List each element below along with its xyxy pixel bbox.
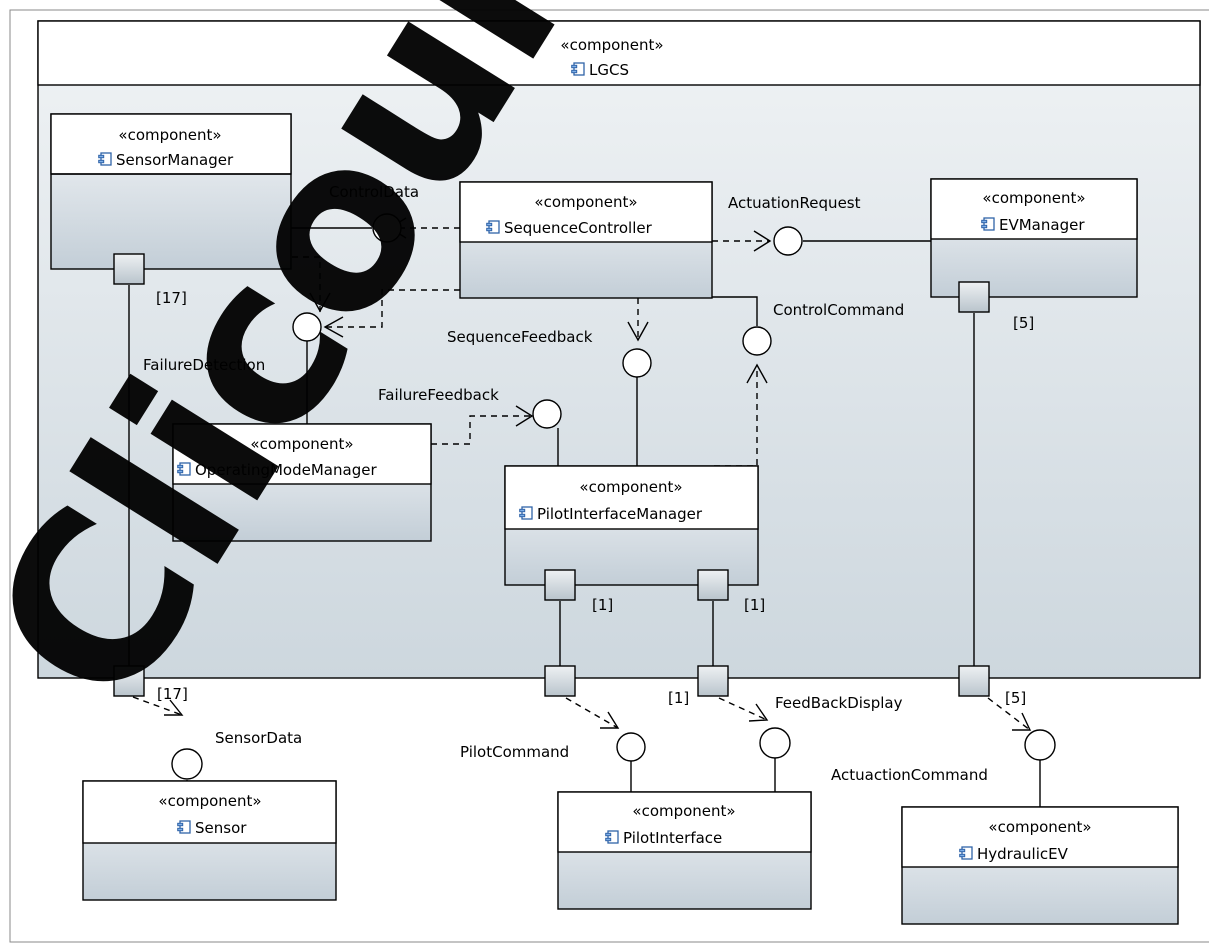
sensor-manager-component[interactable]: «component» SensorManager xyxy=(50,113,292,270)
pilot-command-boundary-port[interactable] xyxy=(544,665,576,697)
stereotype-label: «component» xyxy=(982,189,1085,207)
actuation-command-label: ActuactionCommand xyxy=(831,766,988,784)
ev-port-multiplicity: [5] xyxy=(1013,314,1034,332)
sensor-name: Sensor xyxy=(195,819,247,837)
stereotype-label: «component» xyxy=(579,478,682,496)
stereotype-label: «component» xyxy=(158,792,261,810)
sensor-manager-name: SensorManager xyxy=(116,151,234,169)
hydraulic-ev-component[interactable]: «component» HydraulicEV xyxy=(901,806,1179,925)
control-command-label: ControlCommand xyxy=(773,301,904,319)
sensor-boundary-multiplicity: [17] xyxy=(157,685,188,703)
stereotype-label: «component» xyxy=(534,193,637,211)
stereotype-label: «component» xyxy=(988,818,1091,836)
sensor-boundary-port[interactable] xyxy=(113,665,145,697)
failure-feedback-interface[interactable] xyxy=(532,399,562,429)
stereotype-label: «component» xyxy=(632,802,735,820)
feedback-boundary-port[interactable] xyxy=(697,665,729,697)
actuation-command-interface[interactable] xyxy=(1024,729,1056,761)
operating-mode-manager-name: OperatingModeManager xyxy=(195,461,377,479)
sequence-controller-component[interactable]: «component» SequenceController xyxy=(459,181,713,299)
actuation-request-interface[interactable] xyxy=(773,226,803,256)
failure-feedback-label: FailureFeedback xyxy=(378,386,499,404)
sensor-component[interactable]: «component» Sensor xyxy=(82,780,337,901)
pim-right-multiplicity: [1] xyxy=(744,596,765,614)
pilot-interface-manager-component[interactable]: «component» PilotInterfaceManager xyxy=(504,465,759,586)
multiplicity-labels: [17] [5] [1] [1] [17] [1] [5] xyxy=(156,289,1034,707)
failure-detection-interface[interactable] xyxy=(292,312,322,342)
lgcs-stereotype: «component» xyxy=(560,36,663,54)
sensor-data-label: SensorData xyxy=(215,729,302,747)
component-icon xyxy=(959,846,973,860)
interface-circles xyxy=(171,213,1056,780)
ev-boundary-port[interactable] xyxy=(958,665,990,697)
pilot-interface-manager-name: PilotInterfaceManager xyxy=(537,505,703,523)
sequence-feedback-interface[interactable] xyxy=(622,348,652,378)
ports xyxy=(113,253,990,697)
sensor-port-multiplicity: [17] xyxy=(156,289,187,307)
stereotype-label: «component» xyxy=(118,126,221,144)
connectors xyxy=(128,227,1041,807)
pilot-interface-name: PilotInterface xyxy=(623,829,722,847)
control-data-label: ControlData xyxy=(329,183,419,201)
control-command-interface[interactable] xyxy=(742,326,772,356)
control-data-interface[interactable] xyxy=(372,213,402,243)
component-icon xyxy=(605,830,619,844)
actuation-request-label: ActuationRequest xyxy=(728,194,861,212)
pim-port-right[interactable] xyxy=(697,569,729,601)
sensor-manager-port[interactable] xyxy=(113,253,145,285)
lgcs-name: LGCS xyxy=(589,61,629,79)
ev-manager-component[interactable]: «component» EVManager xyxy=(930,178,1138,298)
operating-mode-manager-component[interactable]: «component» OperatingModeManager xyxy=(172,423,432,542)
diagram-frame xyxy=(9,9,1209,943)
feedback-boundary-multiplicity: [1] xyxy=(668,689,689,707)
pilot-interface-component[interactable]: «component» PilotInterface xyxy=(557,791,812,910)
feedback-display-label: FeedBackDisplay xyxy=(775,694,903,712)
pim-left-multiplicity: [1] xyxy=(592,596,613,614)
sequence-controller-name: SequenceController xyxy=(504,219,653,237)
ev-boundary-multiplicity: [5] xyxy=(1005,689,1026,707)
stereotype-label: «component» xyxy=(250,435,353,453)
ev-manager-port[interactable] xyxy=(958,281,990,313)
pim-port-left[interactable] xyxy=(544,569,576,601)
pilot-command-label: PilotCommand xyxy=(460,743,569,761)
sensor-data-interface[interactable] xyxy=(171,748,203,780)
interface-labels: ControlData ActuationRequest ControlComm… xyxy=(143,183,988,784)
component-icon xyxy=(177,820,191,834)
pilot-command-interface[interactable] xyxy=(616,732,646,762)
sequence-feedback-label: SequenceFeedback xyxy=(447,328,593,346)
ev-manager-name: EVManager xyxy=(999,216,1085,234)
component-icon xyxy=(98,152,112,166)
failure-detection-label: FailureDetection xyxy=(143,356,265,374)
feedback-display-interface[interactable] xyxy=(759,727,791,759)
component-icon xyxy=(519,506,533,520)
component-icon xyxy=(981,217,995,231)
hydraulic-ev-name: HydraulicEV xyxy=(977,845,1069,863)
